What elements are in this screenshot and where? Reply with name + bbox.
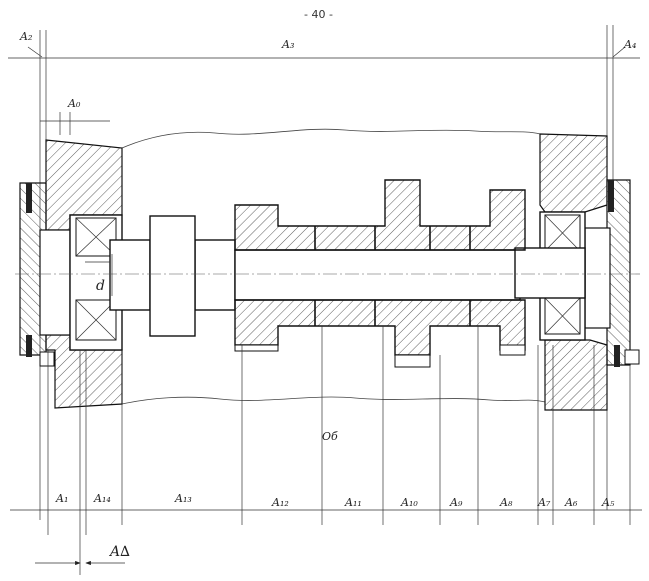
label-a7: A₇ (537, 496, 551, 509)
label-a3: A₃ (281, 38, 294, 51)
a0-dimension (40, 112, 110, 135)
label-a13: A₁₃ (174, 492, 192, 505)
left-bearing (69, 214, 123, 351)
label-a11: A₁₁ (344, 496, 362, 509)
label-a6: A₆ (564, 496, 578, 509)
housing-top-break-line (121, 128, 541, 149)
label-a5: A₅ (601, 496, 615, 509)
extension-lines (47, 326, 631, 575)
bottom-labels: A₁ A₁₄ A₁₃ A₁₂ A₁₁ A₁₀ A₉ A₈ A₇ A₆ A₅ (55, 492, 615, 509)
page-number: - 40 - (304, 8, 333, 21)
spacer-sleeve (149, 215, 196, 337)
label-a4: A₄ (623, 38, 636, 51)
housing-bottom-break-line (121, 396, 546, 405)
housing-label: Об (322, 430, 338, 443)
gear-block (234, 179, 526, 368)
diameter-dimension (85, 254, 113, 296)
top-dimension-lines (8, 25, 640, 520)
label-a-delta: A∆ (108, 544, 130, 560)
label-a10: A₁₀ (400, 496, 418, 509)
label-a1: A₁ (55, 492, 68, 505)
label-d: d (96, 278, 105, 294)
label-a9: A₉ (449, 496, 463, 509)
label-a8: A₈ (499, 496, 513, 509)
label-a14: A₁₄ (93, 492, 111, 505)
left-end-cap (19, 182, 71, 367)
label-a0: A₀ (67, 97, 81, 110)
label-a2: A₂ (19, 30, 32, 43)
label-a12: A₁₂ (271, 496, 289, 509)
